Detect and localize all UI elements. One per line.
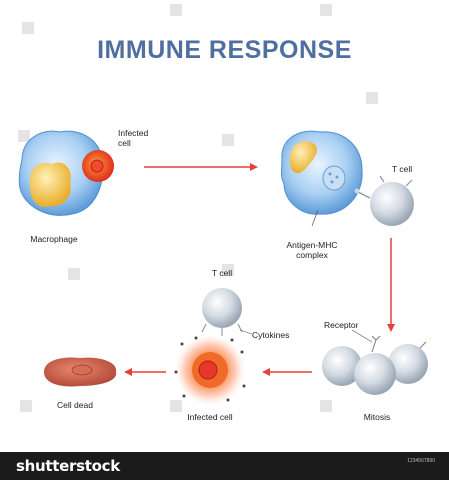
watermark-square: [20, 400, 32, 412]
label-infected-cell-top: Infected cell: [118, 128, 149, 148]
label-cytokines: Cytokines: [252, 330, 290, 340]
watermark-square: [222, 134, 234, 146]
arrow-down: [387, 238, 395, 332]
arrow-right: [144, 163, 258, 171]
diagram-title: IMMUNE RESPONSE: [97, 36, 352, 64]
watermark-square: [170, 400, 182, 412]
label-t-cell-bottom: T cell: [211, 268, 233, 278]
t-cell-right: [354, 175, 414, 226]
watermark-square: [366, 92, 378, 104]
arrow-left: [262, 368, 312, 376]
dead-cell: [44, 357, 117, 387]
arrow-left-2: [124, 368, 166, 376]
infected-cell-bottom: [174, 336, 246, 404]
mitosis-cells: [322, 329, 428, 395]
immune-response-diagram: [18, 130, 428, 404]
macrophage-cell: [18, 130, 114, 216]
shutterstock-logo: shutterstock: [16, 457, 120, 475]
watermark-square: [320, 4, 332, 16]
footer-bar: shutterstock 1234567890: [0, 452, 449, 480]
label-antigen-mhc: Antigen-MHC complex: [286, 240, 338, 260]
watermark-square: [68, 268, 80, 280]
watermark-square: [18, 130, 30, 142]
label-mitosis: Mitosis: [363, 412, 391, 422]
watermark-square: [320, 400, 332, 412]
watermark-square: [222, 264, 234, 276]
label-macrophage: Macrophage: [30, 234, 78, 244]
watermark-square: [170, 4, 182, 16]
label-cell-dead: Cell dead: [57, 400, 93, 410]
label-infected-cell-bottom: Infected cell: [187, 412, 233, 422]
watermark-square: [22, 22, 34, 34]
t-cell-bottom: [201, 288, 253, 336]
label-receptor: Receptor: [324, 320, 359, 330]
label-t-cell-right: T cell: [392, 164, 413, 174]
antigen-presenting-cell: [281, 130, 363, 227]
stock-id: 1234567890: [407, 458, 435, 464]
